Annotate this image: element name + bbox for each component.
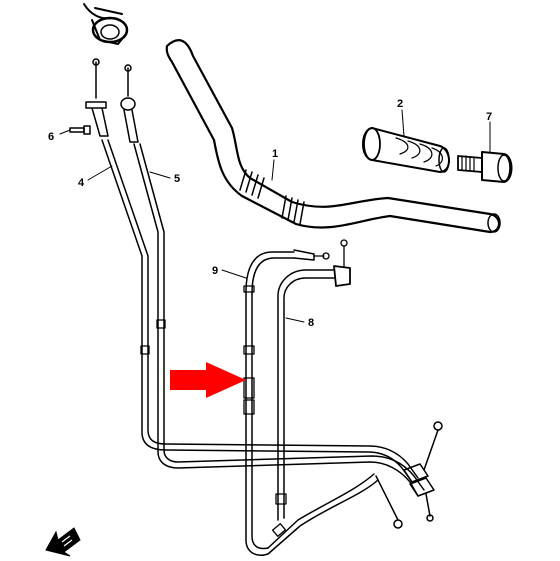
leader-line-8 [285,317,305,323]
leader-line-2 [401,109,405,137]
callout-2: 2 [397,98,403,110]
callout-9: 9 [212,265,218,277]
screw [69,125,91,135]
callout-6: 6 [48,131,54,143]
callout-1: 1 [272,148,278,160]
callout-5: 5 [174,173,180,185]
leader-line-9 [221,269,247,279]
front-direction-arrow-icon [45,527,81,557]
leader-line-6 [59,129,71,135]
callout-4: 4 [78,177,85,189]
bar-end-weight [457,151,513,183]
throttle-grip-housing [83,3,129,45]
handlebar [165,39,501,234]
leader-line-4 [87,165,113,181]
leader-line-5 [149,171,171,179]
red-arrow-icon [170,362,246,398]
clutch-cable [243,249,403,556]
leader-line-1 [271,159,275,181]
handlebar-grip [362,127,450,173]
throttle-cable-assembly [85,58,443,522]
choke-cable [275,239,351,521]
callout-7: 7 [486,111,492,123]
callout-8: 8 [308,317,314,329]
